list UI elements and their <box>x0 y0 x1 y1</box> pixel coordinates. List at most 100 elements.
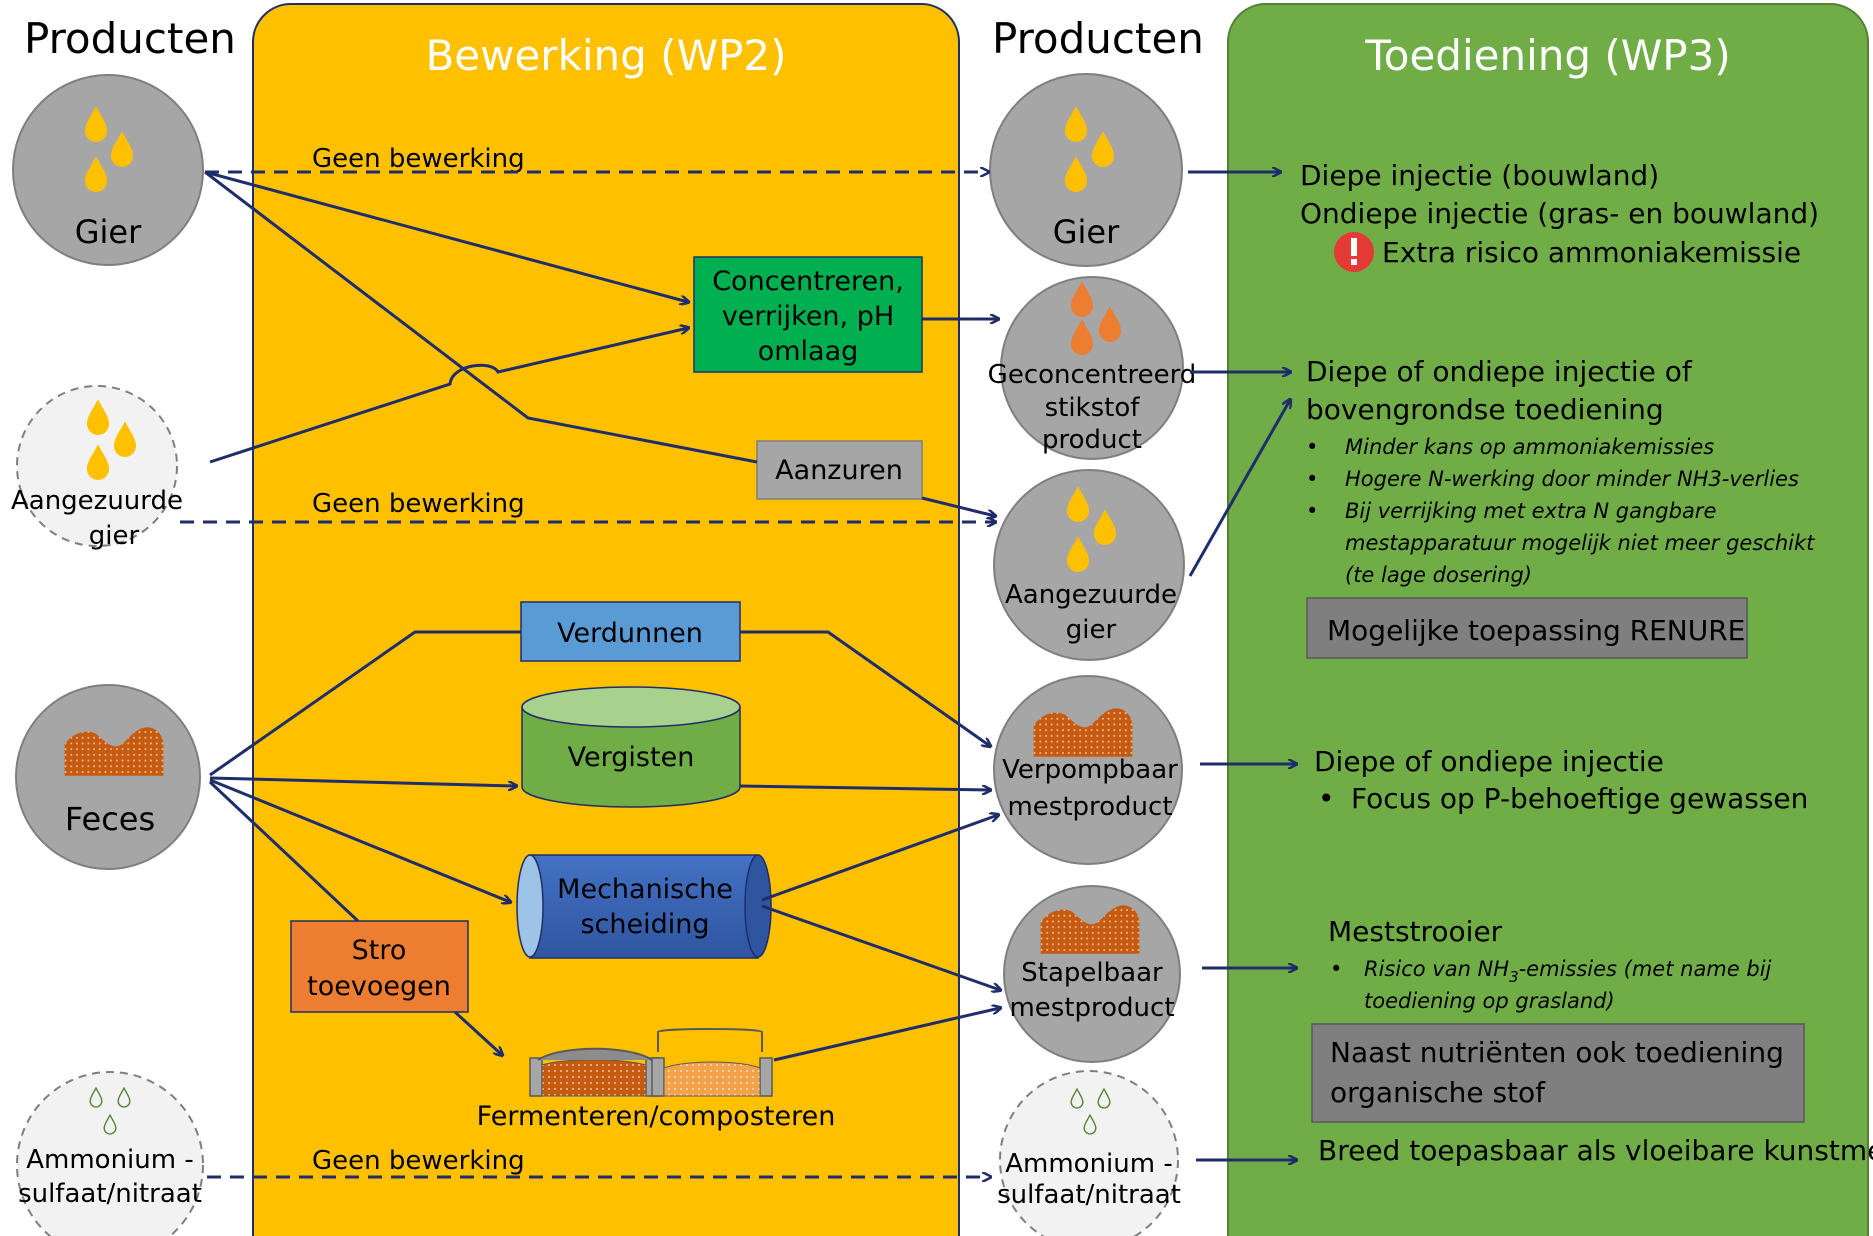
process-stro: Stro toevoegen <box>290 920 469 1013</box>
producten-left-header: Producten <box>24 14 236 63</box>
process-concentreren: Concentreren, verrijken, pH omlaag <box>693 256 923 373</box>
toe-verpomp-block: Diepe of ondiepe injectie • Focus op P-b… <box>1314 745 1808 815</box>
label: Gier <box>75 213 142 251</box>
process-mechanische: Mechanische scheiding <box>516 854 772 959</box>
bullet-text: Focus op P-behoeftige gewassen <box>1351 782 1808 815</box>
line-1: Stro <box>352 935 407 966</box>
label: Gier <box>1053 213 1120 251</box>
bullet-2: • <box>1306 467 1318 491</box>
line-1: Diepe of ondiepe injectie <box>1314 745 1664 778</box>
node-ammonium-left: Ammonium - sulfaat/nitraat <box>16 1071 204 1236</box>
arrow-ferment-stapel <box>773 1008 1000 1062</box>
arrow-gier-aanzuren <box>204 170 758 464</box>
arrow-feces-vergisten <box>209 776 516 786</box>
process-fermenteren: Fermenteren/composteren <box>477 1028 836 1132</box>
line-2: bovengrondse toediening <box>1306 393 1664 426</box>
bullet-text: Risico van NH3-emissies (met name bij <box>1364 957 1772 986</box>
label-line-2: sulfaat/nitraat <box>18 1179 202 1209</box>
label-line-1: Verpompbaar <box>1002 755 1178 785</box>
arrow-mech-stapel <box>761 904 1000 990</box>
label-line-1: Aangezuurde <box>11 486 183 516</box>
node-stapelbaar-mid: Stapelbaar mestproduct <box>1003 885 1181 1063</box>
process-verdunnen: Verdunnen <box>520 601 741 662</box>
bullet-3-text-3: (te lage dosering) <box>1345 563 1532 587</box>
node-aangezuurde-gier-mid: Aangezuurde gier <box>993 469 1185 661</box>
label: Mogelijke toepassing RENURE <box>1327 614 1745 647</box>
producten-mid-header: Producten <box>992 14 1204 63</box>
label-line-2: stikstof <box>1045 393 1141 423</box>
line-2: Ondiepe injectie (gras- en bouwland) <box>1300 197 1819 230</box>
compost-heap-icon <box>651 1028 773 1097</box>
label: Feces <box>65 800 155 838</box>
warning-text: Extra risico ammoniakemissie <box>1382 236 1801 269</box>
node-aangezuurde-gier-left: Aangezuurde gier <box>11 385 183 551</box>
geen-bewerking-label-3: Geen bewerking <box>312 1146 525 1176</box>
line-1: Diepe of ondiepe injectie of <box>1306 355 1693 388</box>
label-line-3: product <box>1042 425 1142 455</box>
arrow-feces-stro <box>208 780 360 923</box>
node-verpompbaar-mid: Verpompbaar mestproduct <box>993 675 1183 865</box>
line-1: Naast nutriënten ook toediening <box>1330 1036 1784 1069</box>
renure-box: Mogelijke toepassing RENURE <box>1306 597 1748 659</box>
line-1: Meststrooier <box>1328 915 1503 948</box>
arrow-feces-mechanische <box>209 778 510 902</box>
connectors <box>180 172 1296 1177</box>
node-feces-left: Feces <box>15 684 201 870</box>
arrow-aangezuurd-concentreren <box>209 328 688 464</box>
toe-ammonium-line: Breed toepasbaar als vloeibare kunstmest <box>1318 1134 1873 1167</box>
label: Vergisten <box>568 742 695 773</box>
node-geconcentreerd-mid: Geconcentreerd stikstof product <box>988 276 1197 460</box>
line-2: verrijken, pH <box>722 301 894 332</box>
bullet: • <box>1318 782 1335 815</box>
node-gier-left: Gier <box>12 74 204 266</box>
arrow-vergisten-verpomp <box>739 784 990 790</box>
bullet-3-text: Bij verrijking met extra N gangbare <box>1345 499 1716 523</box>
label-line-1: Stapelbaar <box>1021 958 1163 988</box>
line-3: omlaag <box>758 336 859 367</box>
geen-bewerking-label-1: Geen bewerking <box>312 144 525 174</box>
geen-bewerking-label-2: Geen bewerking <box>312 489 525 519</box>
line-1: Concentreren, <box>712 266 904 297</box>
label-line-2: sulfaat/nitraat <box>997 1180 1181 1210</box>
node-ammonium-mid: Ammonium - sulfaat/nitraat <box>997 1070 1181 1236</box>
process-vergisten: Vergisten <box>521 686 741 808</box>
label: Aanzuren <box>775 455 903 486</box>
line-2: scheiding <box>580 909 709 940</box>
toediening-title: Toediening (WP3) <box>1364 31 1731 80</box>
bullet-1-text: Minder kans op ammoniakemissies <box>1345 435 1714 459</box>
label-line-2: mestproduct <box>1009 993 1174 1023</box>
arrow-aanzuren-aangezuurd <box>921 496 995 516</box>
node-gier-mid: Gier <box>989 73 1183 267</box>
line-1: Diepe injectie (bouwland) <box>1300 159 1659 192</box>
label-line-1: Geconcentreerd <box>988 360 1197 390</box>
line-2: organische stof <box>1330 1076 1546 1109</box>
arrow-gier-concentreren <box>204 170 688 302</box>
process-aanzuren: Aanzuren <box>756 440 923 500</box>
label: Verdunnen <box>557 618 703 649</box>
bullet-2-text: Hogere N-werking door minder NH3-verlies <box>1345 467 1799 491</box>
bullet: • <box>1330 957 1342 981</box>
exclamation-warning-icon <box>1334 232 1374 272</box>
bewerking-title: Bewerking (WP2) <box>425 31 786 80</box>
arrow-feces-verdunnen <box>209 630 521 777</box>
toe-gecon-block: Diepe of ondiepe injectie of bovengronds… <box>1306 355 1815 587</box>
bullet-3: • <box>1306 499 1318 523</box>
arrow-mech-verpomp <box>761 815 998 902</box>
bullet-1: • <box>1306 435 1318 459</box>
arrow-stro-ferment <box>453 1010 502 1055</box>
label-line-1: Ammonium - <box>1005 1149 1173 1179</box>
line-1: Mechanische <box>557 874 733 905</box>
label-line-2: gier <box>89 521 140 551</box>
label: Fermenteren/composteren <box>477 1101 836 1132</box>
bullet-text-2: toediening op grasland) <box>1364 989 1615 1013</box>
label-line-1: Aangezuurde <box>1005 580 1177 610</box>
arrow-verdunnen-verpomp <box>740 630 990 746</box>
arrow-aangezuurd-toe <box>1188 400 1290 577</box>
line-2: toevoegen <box>307 971 451 1002</box>
bullet-3-text-2: mestapparatuur mogelijk niet meer geschi… <box>1345 531 1815 555</box>
toe-stapel-block: Meststrooier • Risico van NH3-emissies (… <box>1328 915 1772 1013</box>
compost-heap-icon <box>529 1047 659 1097</box>
label-line-1: Ammonium - <box>26 1145 194 1175</box>
label-line-2: gier <box>1066 615 1117 645</box>
